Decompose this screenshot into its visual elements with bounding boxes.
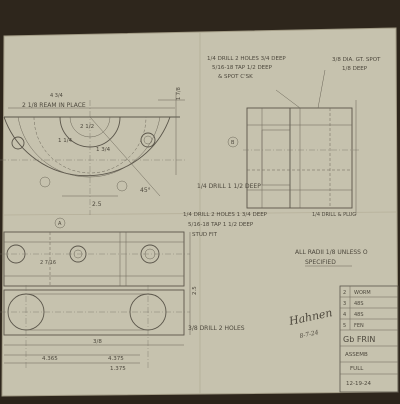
- callout-drill-2-holes-mid-1: 1/4 DRILL 2 HOLES 1 3/4 DEEP: [183, 212, 268, 218]
- section-mark-a: A: [58, 221, 62, 227]
- callout-drill-2-holes-top-3: & SPOT C'SK: [218, 74, 253, 80]
- callout-drill-mid: 1/4 DRILL 1 1/2 DEEP: [197, 183, 261, 190]
- section-mark-circle: [227, 136, 239, 148]
- title-row-num-0: 2: [343, 290, 346, 296]
- title-row-num-2: 4: [343, 312, 346, 318]
- front-view: [0, 231, 191, 370]
- title-block-title: Gb FRIN: [343, 335, 375, 344]
- callout-bottom: 3/8 DRILL 2 HOLES: [188, 325, 245, 332]
- section-mark-circle: [54, 217, 66, 229]
- title-block-scale: FULL: [350, 366, 364, 372]
- dim-bottom-1: 4.365: [42, 356, 58, 362]
- plan-view-top: [0, 92, 185, 215]
- side-elevation: [243, 69, 360, 215]
- title-block-date: 12-19-24: [346, 381, 371, 387]
- callout-dia-right-2: 1/8 DEEP: [342, 66, 368, 72]
- dim-bottom-3: 1.375: [110, 366, 126, 372]
- fold-line: [3, 211, 398, 216]
- callout-drill-2-holes-mid-3: STUD FIT: [192, 232, 218, 238]
- title-block: [339, 285, 399, 393]
- callout-drill-2-holes-mid-2: 5/16-18 TAP 1 1/2 DEEP: [188, 222, 254, 228]
- title-row-val-1: 48S: [354, 301, 364, 307]
- title-row-num-1: 3: [343, 301, 346, 307]
- dim-top-left: 4 3/4: [50, 93, 63, 99]
- dim-bottom-2: 4.375: [108, 356, 124, 362]
- title-row-val-0: WORM: [354, 290, 371, 296]
- note-ream: 2 1/8 REAM IN PLACE: [22, 102, 86, 109]
- section-mark-b: B: [231, 140, 235, 146]
- callout-drill-2-holes-top-2: 5/16-18 TAP 1/2 DEEP: [212, 65, 273, 71]
- title-row-val-3: FEN: [354, 323, 364, 329]
- dim-bottom-4: 2.5: [192, 286, 198, 295]
- note-radii-2: SPECIFIED: [305, 259, 336, 266]
- callout-drill-2-holes-top-1: 1/4 DRILL 2 HOLES 3/4 DEEP: [207, 56, 286, 62]
- callout-drill-thru: 1/4 DRILL & PLUG: [312, 212, 356, 218]
- callout-dia-right-1: 3/8 DIA. GT. SPOT: [332, 57, 381, 63]
- dim-b: 2 1/2: [80, 124, 94, 130]
- dim-c: 1 3/4: [96, 147, 111, 153]
- title-block-sub: ASSEMB: [345, 352, 368, 358]
- dim-bottom-0: 2 7/16: [40, 260, 56, 266]
- note-radii-1: ALL RADII 1/8 UNLESS O: [295, 249, 368, 256]
- dim-a: 1 1/4: [58, 138, 73, 144]
- dim-top-right: 1 7/8: [176, 87, 182, 100]
- signature-date: 8-7-24: [299, 329, 320, 340]
- title-row-num-3: 5: [343, 323, 346, 329]
- title-row-val-2: 48S: [354, 312, 364, 318]
- dim-d: 2.5: [92, 201, 102, 208]
- dim-bottom-5: 3/8: [93, 339, 102, 345]
- dim-e: 45°: [140, 187, 151, 194]
